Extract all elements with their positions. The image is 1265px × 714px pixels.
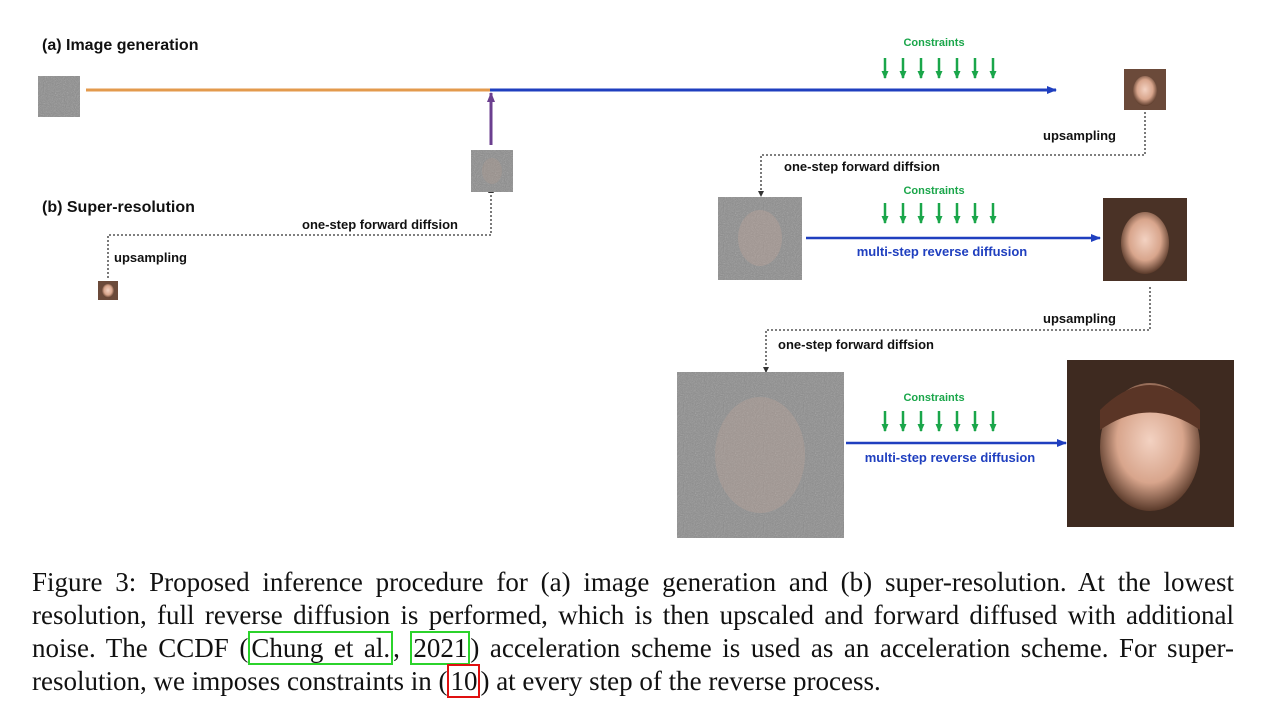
noisy-image-mid [718,197,802,280]
upsample-path-b [107,187,494,278]
reverse-label-large: multi-step reverse diffusion [865,450,1036,465]
reverse-label-mid: multi-step reverse diffusion [857,244,1028,259]
noisy-image-large [677,372,844,538]
figure-caption: Figure 3: Proposed inference procedure f… [32,566,1234,698]
noise-image-a [38,76,80,117]
panel-b-label: (b) Super-resolution [42,199,195,216]
constraint-arrows-3 [881,411,997,432]
forward-label-b: one-step forward diffsion [302,217,458,232]
constraints-label-2: Constraints [903,185,964,197]
upsample-path-2 [763,287,1151,373]
forward-label-2: one-step forward diffsion [778,337,934,352]
upsample-path-1 [758,112,1146,197]
constraints-label-1: Constraints [903,37,964,49]
constraint-arrows-1 [881,58,997,79]
caption-suffix: ) at every step of the reverse process. [480,666,881,696]
face-image-small [1124,69,1166,110]
upsampling-label-2: upsampling [1043,311,1116,326]
citation-year-link[interactable]: 2021 [410,631,471,665]
constraints-label-3: Constraints [903,392,964,404]
face-image-mid [1103,198,1187,281]
noisy-image-b [471,150,513,192]
panel-a-label: (a) Image generation [42,37,198,54]
caption-middle: ) acceleration scheme is used as an acce… [32,633,1234,696]
face-image-tiny [98,281,118,300]
forward-label-1: one-step forward diffsion [784,159,940,174]
figure-diagram: (a) Image generation (b) Super-resolutio… [38,37,1234,538]
constraint-arrows-2 [881,203,997,224]
face-image-large [1067,360,1234,527]
upsampling-label-b: upsampling [114,250,187,265]
caption-prefix: Figure 3: Proposed inference procedure f… [32,567,1234,663]
citation-author-link[interactable]: Chung et al. [248,631,394,665]
citation-separator: , [393,633,411,663]
equation-ref-link[interactable]: 10 [447,664,481,698]
upsampling-label-1: upsampling [1043,128,1116,143]
